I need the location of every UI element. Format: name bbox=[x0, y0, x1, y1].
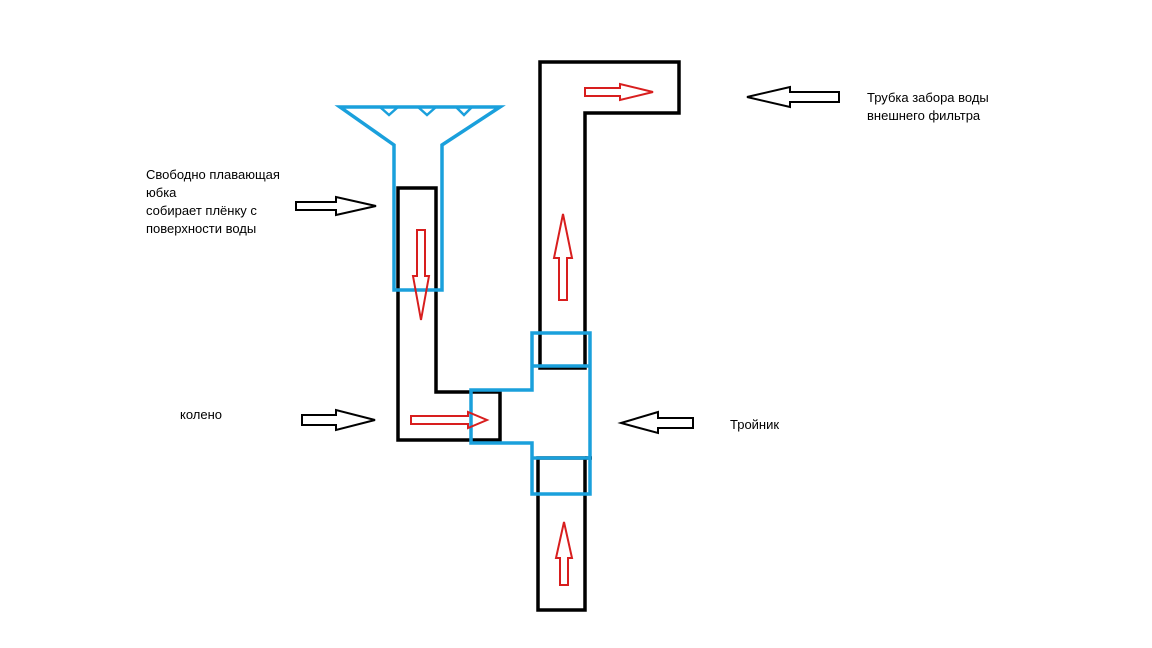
skirt-label-line-3: собирает плёнку с bbox=[146, 203, 257, 218]
intake-tube bbox=[538, 60, 681, 370]
elbow-label: колено bbox=[180, 407, 223, 422]
pointer-arrow-intake bbox=[746, 85, 840, 109]
flow-arrow-up-bottom bbox=[554, 521, 574, 586]
pointer-arrow-tee bbox=[617, 410, 694, 435]
flow-arrow-right-elbow bbox=[410, 410, 490, 430]
flow-arrow-up-middle bbox=[552, 213, 574, 301]
pointer-arrows bbox=[295, 85, 840, 435]
pointer-arrow-elbow bbox=[301, 408, 376, 432]
skirt-label-line-2: юбка bbox=[146, 185, 177, 200]
skirt-label-line-4: поверхности воды bbox=[146, 221, 257, 236]
elbow-pipe bbox=[396, 186, 502, 442]
intake-tube-label-line-1: Трубка забора воды bbox=[867, 90, 989, 105]
pointer-arrow-skirt bbox=[295, 195, 377, 217]
flow-arrow-down-skirt bbox=[411, 229, 431, 321]
intake-tube-label: Трубка забора воды внешнего фильтра bbox=[867, 89, 989, 125]
tee-label: Тройник bbox=[730, 417, 780, 432]
tee-fitting bbox=[469, 331, 592, 496]
skirt-label-line-1: Свободно плавающая bbox=[146, 167, 280, 182]
skirt-label: Свободно плавающая юбка собирает плёнку … bbox=[146, 166, 280, 238]
pipes bbox=[396, 60, 681, 612]
flow-arrow-right-top bbox=[584, 82, 654, 102]
flow-arrows bbox=[410, 82, 654, 586]
intake-tube-label-line-2: внешнего фильтра bbox=[867, 108, 981, 123]
skirt-notches bbox=[379, 106, 473, 117]
floating-skirt bbox=[334, 105, 506, 292]
fittings bbox=[334, 105, 592, 496]
